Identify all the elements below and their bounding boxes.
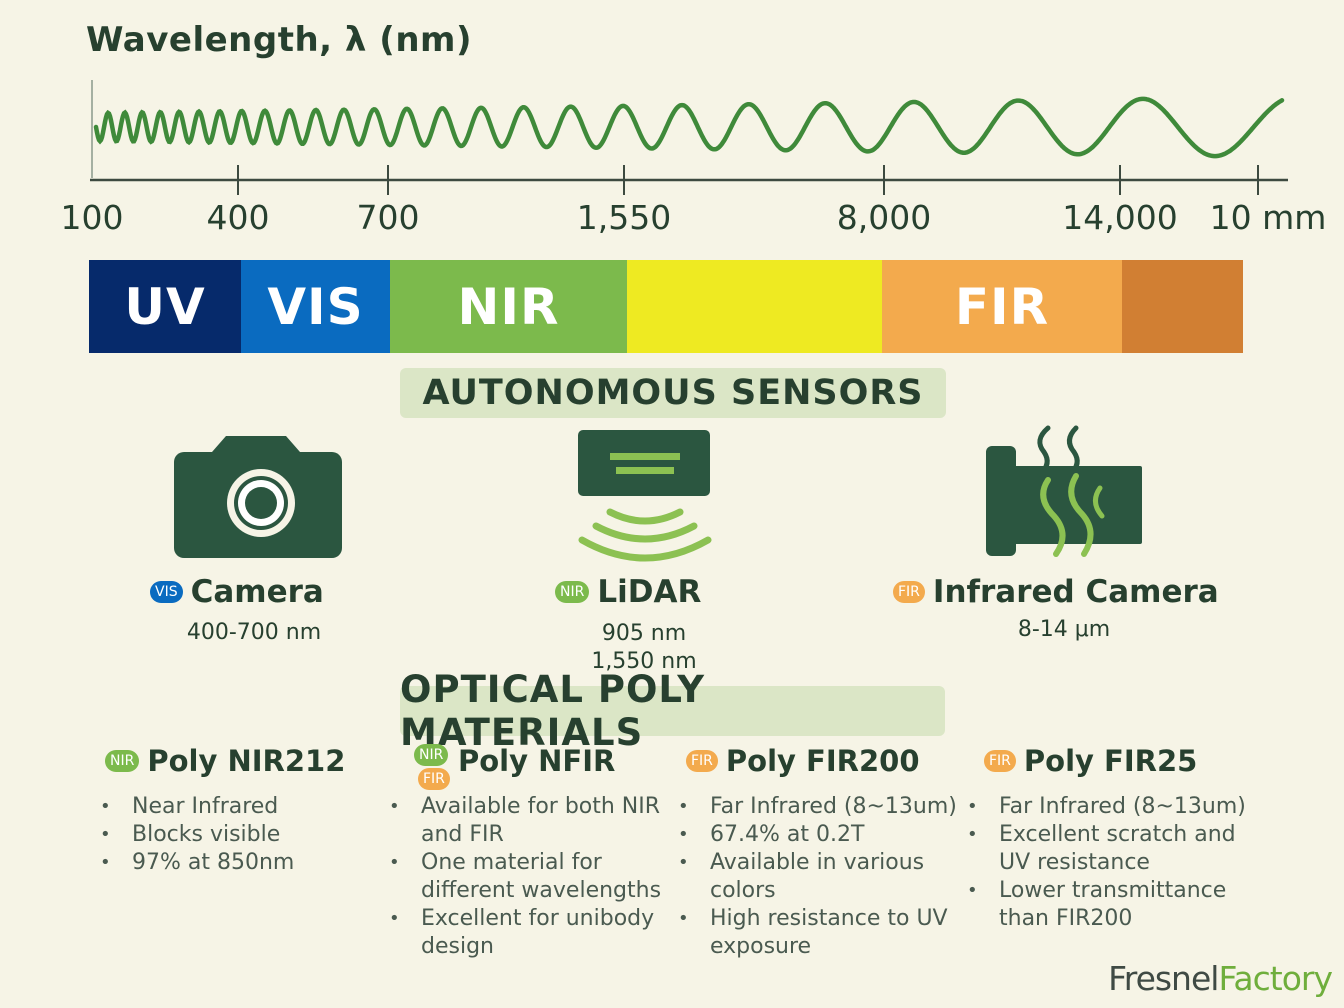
material-name: Poly NFIR [458,744,616,778]
list-item: Near Infrared [100,793,370,821]
list-item: Excellent scratch and UV resistance [967,821,1252,877]
list-item: 67.4% at 0.2T [678,821,963,849]
spectrum-band [627,260,882,353]
material-nir212-title: NIR Poly NIR212 [105,744,345,778]
spectrum-band: FIR [882,260,1122,353]
list-item: Far Infrared (8~13um) [967,793,1252,821]
material-fir200-title: FIR Poly FIR200 [686,744,920,778]
fir-badge: FIR [418,768,450,790]
sensor-camera-name: Camera [190,574,324,610]
list-item: 97% at 850nm [100,849,370,877]
sensor-camera-title: VIS Camera [150,574,324,610]
vis-badge: VIS [150,581,183,603]
tick-label: 1,550 [576,198,672,237]
material-fir25-bullets: Far Infrared (8~13um) Excellent scratch … [967,793,1252,933]
material-nfir-title: Poly NFIR [458,744,615,778]
materials-header: OPTICAL POLY MATERIALS [400,668,945,754]
spectrum-band: NIR [390,260,627,353]
tick-label: 10 mm [1209,198,1327,237]
list-item: Far Infrared (8~13um) [678,793,963,821]
fir-badge: FIR [984,750,1016,772]
material-fir25-title: FIR Poly FIR25 [984,744,1197,778]
spec-line: 400-700 nm [186,620,322,645]
material-name: Poly NIR212 [147,744,346,778]
nir-badge: NIR [105,750,140,772]
axis-ticks [237,165,1259,195]
sensors-header: AUTONOMOUS SENSORS [400,368,946,418]
list-item: Available in various colors [678,849,963,905]
wave-line [93,96,1285,159]
materials-header-text: OPTICAL POLY MATERIALS [400,668,706,754]
spec-line: 8-14 μm [1017,617,1111,642]
logo-part-2: Factory [1218,959,1333,998]
list-item: Lower transmittance than FIR200 [967,877,1252,933]
sensor-camera-spec: 400-700 nm [187,620,321,645]
tick-label: 8,000 [836,198,932,237]
fir-badge: FIR [893,581,925,603]
tick-label: 100 [60,198,124,237]
nir-badge: NIR [555,581,590,603]
sensor-infrared-name: Infrared Camera [932,574,1219,610]
diagram-title: Wavelength, λ (nm) [86,20,472,60]
tick-label: 400 [206,198,270,237]
material-nfir-bullets: Available for both NIR and FIR One mater… [389,793,674,961]
material-fir200-bullets: Far Infrared (8~13um) 67.4% at 0.2T Avai… [678,793,963,961]
material-nir212-bullets: Near Infrared Blocks visible 97% at 850n… [100,793,370,877]
spectrum-band: UV [89,260,241,353]
spec-line: 905 nm [601,621,687,646]
logo-part-1: Fresnel [1108,959,1219,998]
lidar-icon [578,430,712,562]
spectrum-band: VIS [241,260,390,353]
sensor-lidar-spec: 905 nm 1,550 nm [591,620,696,676]
infrared-camera-icon [986,425,1142,557]
list-item: High resistance to UV exposure [678,905,963,961]
spectrum-band [1122,260,1243,353]
list-item: Excellent for unibody design [389,905,674,961]
wavelength-axis-graphic [90,80,1288,195]
sensors-header-text: AUTONOMOUS SENSORS [422,373,924,413]
material-nfir-badges: NIR FIR [414,744,450,790]
list-item: Available for both NIR and FIR [389,793,674,849]
brand-logo: FresnelFactory [1108,959,1333,998]
list-item: One material for different wavelengths [389,849,674,905]
fir-badge: FIR [686,750,718,772]
camera-icon [174,436,342,558]
sensor-infrared-spec: 8-14 μm [1018,617,1110,642]
nir-badge: NIR [414,744,449,766]
sensor-lidar-name: LiDAR [597,574,702,610]
material-name: Poly FIR25 [1023,744,1198,778]
list-item: Blocks visible [100,821,370,849]
tick-label: 700 [356,198,420,237]
sensor-lidar-title: NIR LiDAR [555,574,701,610]
material-name: Poly FIR200 [725,744,920,778]
tick-label: 14,000 [1062,198,1178,237]
spec-line: 1,550 nm [591,649,697,674]
sensor-infrared-title: FIR Infrared Camera [893,574,1219,610]
